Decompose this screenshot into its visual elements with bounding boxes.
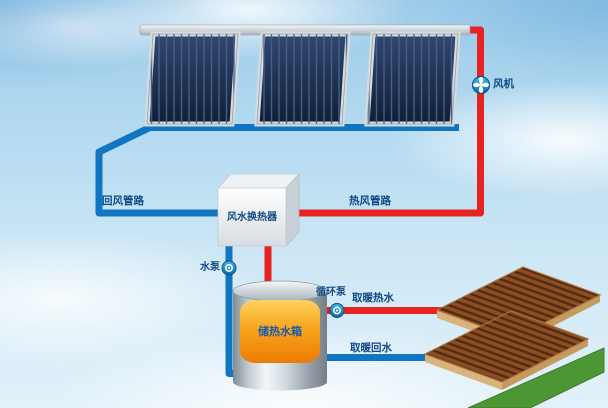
- solar-collector-panel-1: [144, 31, 241, 127]
- solar-collector-panel-3: [364, 31, 461, 127]
- hot-air-pipe-label: 热风管路: [349, 195, 391, 207]
- water-pump-icon: [221, 260, 237, 276]
- floor-heating-assembly: [423, 266, 605, 408]
- storage-tank: [232, 280, 328, 391]
- grass-patch: [467, 347, 605, 408]
- return-air-pipe-label: 回风管路: [102, 195, 144, 207]
- solar-collector-array: [139, 24, 471, 127]
- cold-air-return-pipe: [95, 124, 459, 217]
- fan-icon: [472, 76, 490, 94]
- fan-label: 风机: [493, 78, 514, 90]
- solar-collector-panel-2: [254, 31, 351, 127]
- heat-exchanger-box: [217, 173, 300, 247]
- heating-return-label: 取暖回水: [350, 342, 392, 354]
- circulation-pump-icon: [329, 303, 345, 318]
- tank-top-cap: [232, 280, 328, 302]
- circulation-pump-label: 循环泵: [316, 287, 346, 298]
- storage-tank-label: 储热水箱: [258, 326, 302, 338]
- heat-exchanger-label: 风水换热器: [227, 212, 277, 223]
- floor-heating-board-lower: [423, 310, 590, 390]
- heating-supply-label: 取暖热水: [352, 292, 394, 304]
- tank-hot-water-window: [240, 300, 320, 363]
- water-pump-label: 水泵: [200, 262, 220, 273]
